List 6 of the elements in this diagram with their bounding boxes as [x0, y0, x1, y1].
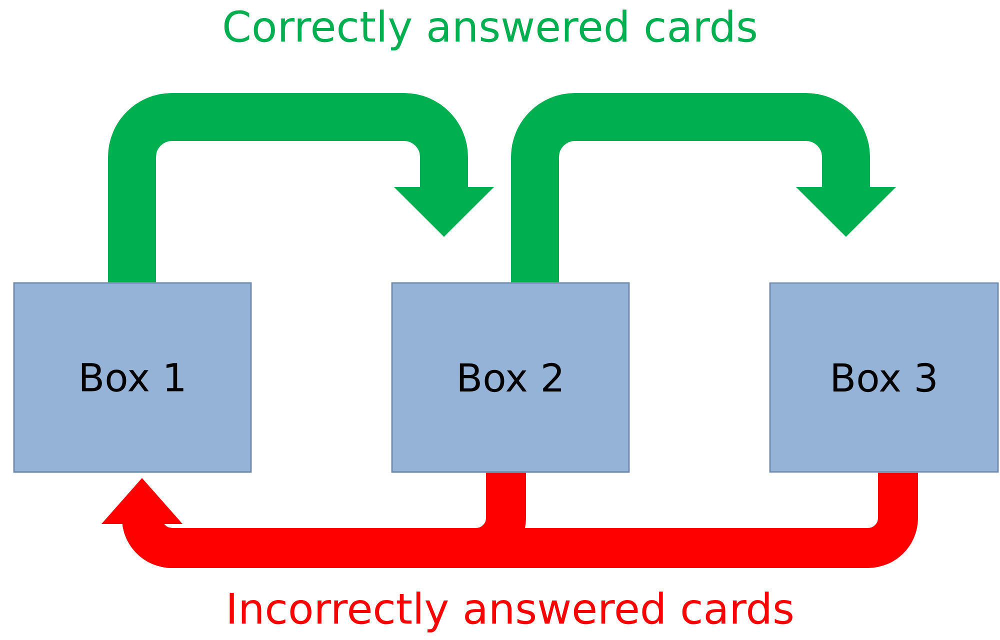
arrow-label: Correctly answered cards — [224, 10, 756, 50]
box: Box 2 — [391, 282, 630, 473]
arrow-label: Incorrectly answered cards — [230, 592, 792, 632]
arrow — [102, 472, 918, 568]
box: Box 1 — [13, 282, 252, 473]
box: Box 3 — [769, 282, 999, 473]
